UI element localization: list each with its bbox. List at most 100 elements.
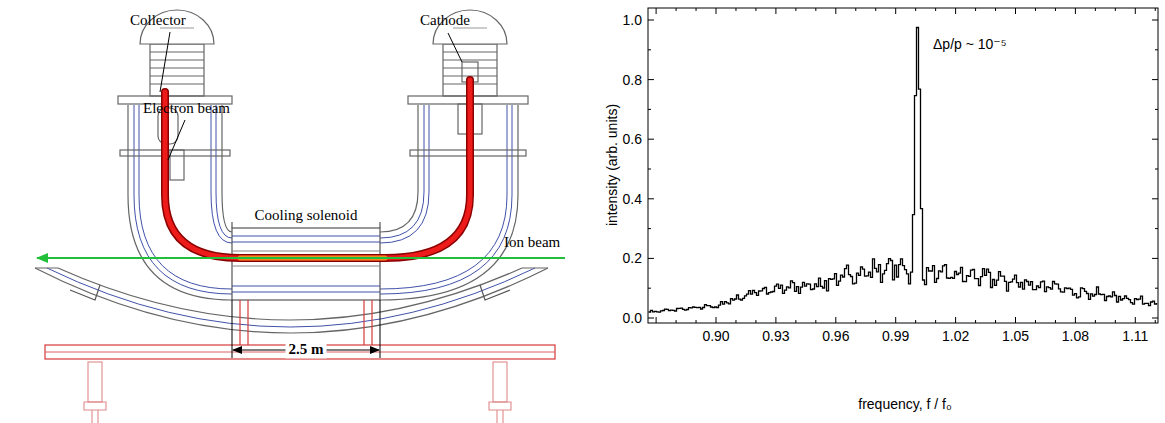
axis-tick xyxy=(1155,109,1158,110)
ion-beam xyxy=(37,257,565,259)
part-label: Cathode xyxy=(420,12,470,29)
axis-tick xyxy=(1152,198,1158,199)
axis-tick xyxy=(1015,8,1016,14)
axis-tick xyxy=(835,8,836,14)
axis-tick xyxy=(648,79,654,80)
axis-tick xyxy=(915,320,916,323)
axis-tick xyxy=(795,320,796,323)
axis-tick xyxy=(1095,320,1096,323)
axis-tick xyxy=(648,139,654,140)
spectrum-curve xyxy=(649,28,1157,313)
axis-tick xyxy=(648,288,651,289)
axis-tick xyxy=(1152,79,1158,80)
axis-tick xyxy=(648,198,654,199)
axis-tick xyxy=(696,8,697,11)
axis-tick xyxy=(1155,8,1156,11)
part-label: Ion beam xyxy=(504,234,560,251)
axis-tick xyxy=(676,320,677,323)
tick-label: 1.08 xyxy=(1062,328,1089,344)
support-frame xyxy=(45,300,555,359)
tick-label: 0.90 xyxy=(702,328,729,344)
axis-tick xyxy=(995,320,996,323)
axis-tick xyxy=(935,320,936,323)
axis-tick xyxy=(735,320,736,323)
tick-label: 0.93 xyxy=(762,328,789,344)
axis-tick xyxy=(696,320,697,323)
axis-tick xyxy=(648,228,651,229)
axis-title: frequency, f / f₀ xyxy=(858,396,951,412)
axis-tick xyxy=(648,258,654,259)
axis-tick xyxy=(1075,8,1076,14)
axis-tick xyxy=(648,20,654,21)
part-label: Collector xyxy=(130,12,186,29)
tick-label: 0.4 xyxy=(623,191,642,207)
axis-tick xyxy=(1155,49,1158,50)
axis-tick xyxy=(1155,169,1158,170)
axis-tick xyxy=(955,8,956,14)
tick-label: 1.05 xyxy=(1002,328,1029,344)
axis-tick xyxy=(1155,320,1156,323)
axis-tick xyxy=(855,8,856,11)
axis-tick xyxy=(955,317,956,323)
axis-tick xyxy=(755,320,756,323)
axis-tick xyxy=(1075,317,1076,323)
axis-tick xyxy=(935,8,936,11)
tick-label: 0.6 xyxy=(623,131,642,147)
axis-tick xyxy=(795,8,796,11)
axis-tick xyxy=(1152,318,1158,319)
axis-tick xyxy=(875,8,876,11)
support-jack xyxy=(84,362,511,423)
axis-tick xyxy=(875,320,876,323)
axis-tick xyxy=(1055,320,1056,323)
tick-label: 0.96 xyxy=(822,328,849,344)
tick-label: 0.8 xyxy=(623,72,642,88)
axis-tick xyxy=(656,317,657,323)
axis-tick xyxy=(716,8,717,14)
axis-tick xyxy=(676,8,677,11)
axis-tick xyxy=(855,320,856,323)
part-label: Electron beam xyxy=(143,100,230,117)
axis-tick xyxy=(895,8,896,14)
axis-tick xyxy=(815,8,816,11)
axis-tick xyxy=(716,317,717,323)
tick-label: 0.2 xyxy=(623,250,642,266)
axis-tick xyxy=(1095,8,1096,11)
axis-tick xyxy=(1035,320,1036,323)
axis-tick xyxy=(656,8,657,14)
dimension-line xyxy=(232,300,380,358)
axis-tick xyxy=(1115,8,1116,11)
axis-tick xyxy=(1152,139,1158,140)
part-label: Cooling solenoid xyxy=(255,207,358,224)
tick-label: 1.0 xyxy=(623,12,642,28)
annotation: Δp/p ~ 10⁻⁵ xyxy=(933,36,1007,52)
dimension-label: 2.5 m xyxy=(286,341,327,358)
axis-tick xyxy=(648,169,651,170)
leader-line xyxy=(160,32,462,160)
axis-tick xyxy=(775,8,776,14)
tick-label: 0.0 xyxy=(623,310,642,326)
axis-tick xyxy=(1135,8,1136,14)
axis-tick xyxy=(1055,8,1056,11)
axis-tick xyxy=(1115,320,1116,323)
axis-tick xyxy=(995,8,996,11)
axis-tick xyxy=(648,109,651,110)
axis-tick xyxy=(1135,317,1136,323)
axis-tick xyxy=(735,8,736,11)
axis-tick xyxy=(755,8,756,11)
axis-tick xyxy=(648,49,651,50)
axis-tick xyxy=(1015,317,1016,323)
axis-tick xyxy=(1155,288,1158,289)
tick-label: 0.99 xyxy=(882,328,909,344)
axis-tick xyxy=(975,320,976,323)
axis-tick xyxy=(1152,258,1158,259)
axis-tick xyxy=(1155,228,1158,229)
axis-tick xyxy=(895,317,896,323)
axis-tick xyxy=(1152,20,1158,21)
plot-frame xyxy=(648,8,1158,323)
axis-tick xyxy=(915,8,916,11)
tick-label: 1.11 xyxy=(1122,328,1148,344)
axis-tick xyxy=(648,318,654,319)
axis-tick xyxy=(975,8,976,11)
axis-tick xyxy=(775,317,776,323)
